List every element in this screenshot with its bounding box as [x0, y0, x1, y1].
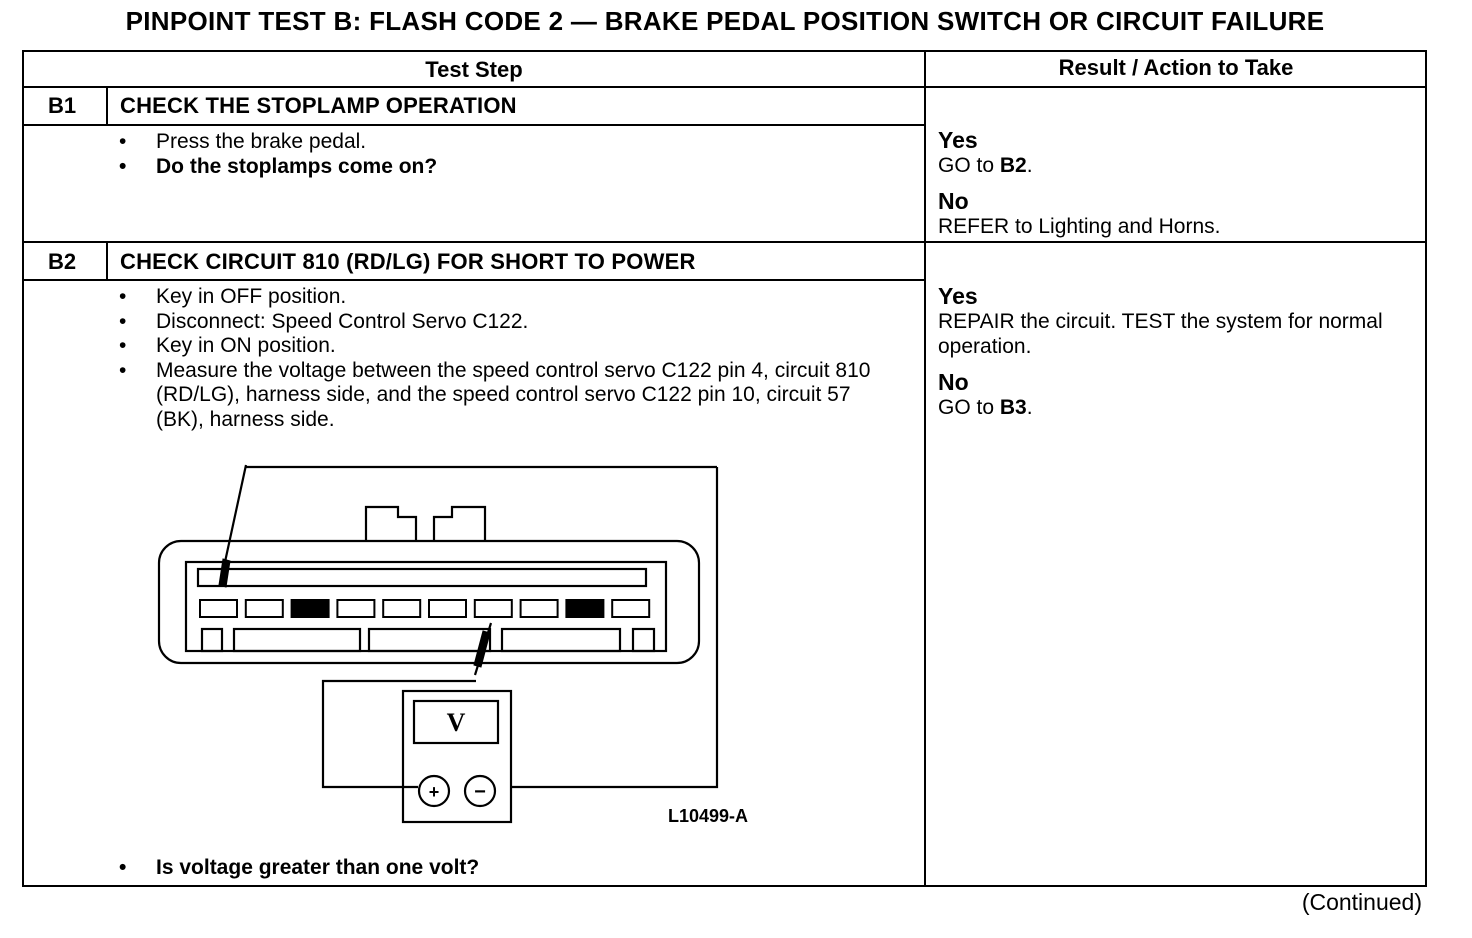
minus-terminal-icon: [463, 774, 497, 808]
plus-terminal-icon: [417, 774, 451, 808]
b2-no-ref: B3: [999, 396, 1027, 419]
header-result: Result / Action to Take: [1058, 55, 1294, 80]
b1-step-list: Press the brake pedal. Do the stoplamps …: [119, 130, 899, 179]
connector-cavity: [500, 627, 622, 653]
plus-terminal-label: +: [429, 782, 440, 802]
page-title: PINPOINT TEST B: FLASH CODE 2 — BRAKE PE…: [125, 6, 1325, 36]
list-item: Measure the voltage between the speed co…: [119, 359, 899, 433]
connector-latch-left: [364, 505, 418, 541]
connector-voltmeter-diagram: V + −: [157, 464, 719, 824]
b2-no-post: .: [1026, 396, 1033, 419]
b1-yes-action: GO to B2.: [938, 153, 1413, 178]
b1-no-action: REFER to Lighting and Horns.: [938, 215, 1221, 238]
list-item: Is voltage greater than one volt?: [119, 856, 899, 881]
b2-yes-label: Yes: [938, 283, 978, 309]
connector-pin-cavity: [382, 599, 422, 618]
probe-tip-right: [473, 630, 491, 668]
voltmeter-display: [412, 699, 500, 745]
list-item: Key in ON position.: [119, 334, 899, 359]
connector-cavity: [367, 627, 492, 653]
b2-result: Yes REPAIR the circuit. TEST the system …: [938, 283, 1413, 430]
b1-title-rule: [22, 124, 925, 126]
connector-top-slot: [196, 567, 648, 588]
b1-yes-pre: GO to: [938, 154, 1000, 177]
figure-label: L10499-A: [668, 806, 749, 826]
connector-cavity: [200, 627, 224, 653]
step-title-b1: CHECK THE STOPLAMP OPERATION: [120, 93, 517, 118]
pinpoint-test-table: [22, 50, 1427, 887]
list-item: Disconnect: Speed Control Servo C122.: [119, 310, 899, 335]
b2-question-list: Is voltage greater than one volt?: [119, 856, 899, 881]
connector-pin-cavity: [244, 599, 284, 618]
b1-yes-ref: B2: [999, 154, 1027, 177]
b2-no-label: No: [938, 369, 969, 395]
meter-lead-negative: [512, 467, 719, 789]
step-title-b2: CHECK CIRCUIT 810 (RD/LG) FOR SHORT TO P…: [120, 249, 696, 274]
header-rule: [22, 86, 1427, 88]
b2-no-pre: GO to: [938, 396, 1000, 419]
step-id-b1: B1: [48, 93, 77, 118]
connector-pin-cavity: [519, 599, 559, 618]
connector-pin-cavity: [336, 599, 376, 618]
b1-yes-post: .: [1026, 154, 1033, 177]
b2-id-divider: [106, 242, 108, 280]
probe-tip-left: [218, 558, 231, 588]
connector-pin-cavity: [473, 599, 513, 618]
b1-end-rule: [22, 241, 1427, 243]
connector-cavity: [631, 627, 656, 653]
continued-note: (Continued): [1301, 889, 1422, 915]
voltmeter-display-text: V: [447, 708, 466, 737]
meter-lead-positive: [321, 679, 476, 789]
connector-latch-right: [432, 505, 487, 541]
connector-cavity: [232, 627, 362, 653]
b2-no-action: GO to B3.: [938, 395, 1413, 420]
connector-pin-cavity: [199, 599, 238, 618]
connector-body: [157, 539, 701, 665]
list-item: Press the brake pedal.: [119, 130, 899, 155]
connector-pin-cavity: [565, 599, 605, 618]
b1-result: Yes GO to B2. No REFER to Lighting and H…: [938, 127, 1413, 249]
header-test-step: Test Step: [425, 57, 523, 82]
step-id-b2: B2: [48, 249, 77, 274]
connector-pin-row: [199, 599, 651, 618]
b1-id-divider: [106, 87, 108, 125]
minus-terminal-label: −: [474, 781, 486, 803]
column-divider: [924, 50, 926, 887]
b1-no-label: No: [938, 188, 969, 214]
b1-yes-label: Yes: [938, 127, 978, 153]
voltmeter-body: [401, 689, 513, 824]
b2-title-rule: [22, 279, 925, 281]
b2-yes-action: REPAIR the circuit. TEST the system for …: [938, 310, 1383, 358]
connector-pin-cavity: [290, 599, 330, 618]
connector-pin-cavity: [611, 599, 651, 618]
list-item: Key in OFF position.: [119, 285, 899, 310]
list-item: Do the stoplamps come on?: [119, 155, 899, 180]
b2-step-list: Key in OFF position. Disconnect: Speed C…: [119, 285, 899, 432]
connector-pin-cavity: [428, 599, 467, 618]
